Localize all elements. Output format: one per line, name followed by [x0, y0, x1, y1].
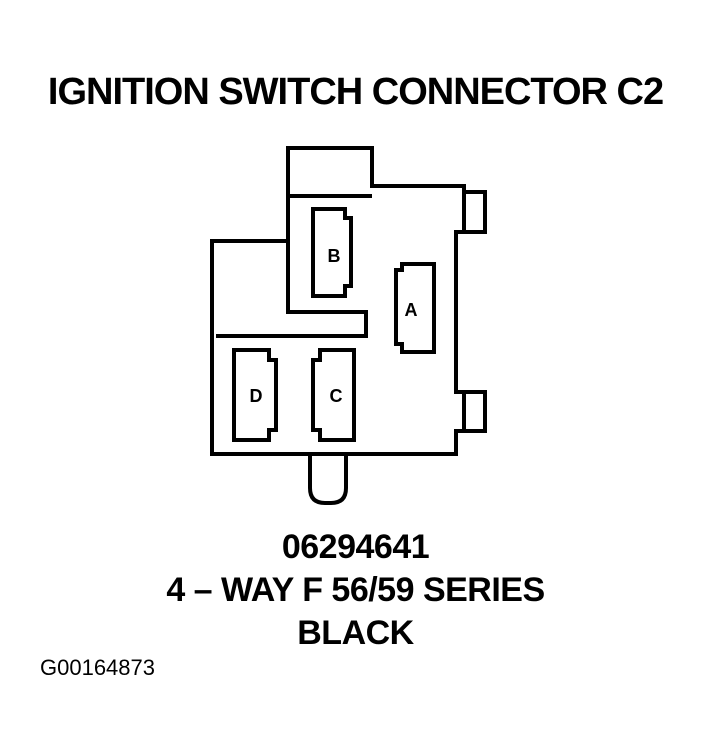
figure-id: G00164873 — [40, 655, 155, 680]
part-number: 06294641 — [281, 528, 430, 566]
connector-color: BLACK — [297, 614, 414, 652]
pin-cavity-d — [232, 348, 278, 442]
diagram-title: IGNITION SWITCH CONNECTOR C2 — [47, 71, 664, 113]
pin-label-a: A — [405, 300, 418, 320]
pin-label-d: D — [250, 386, 263, 406]
connector-housing — [210, 146, 487, 456]
key-post — [308, 454, 348, 505]
pin-label-c: C — [330, 386, 343, 406]
connector-description: 4 – WAY F 56/59 SERIES — [166, 571, 545, 609]
pin-label-b: B — [328, 246, 341, 266]
pin-cavity-c — [311, 348, 356, 442]
pin-b-recess — [216, 196, 368, 338]
pin-cavity-a — [394, 262, 436, 354]
pin-cavity-b — [311, 207, 353, 298]
